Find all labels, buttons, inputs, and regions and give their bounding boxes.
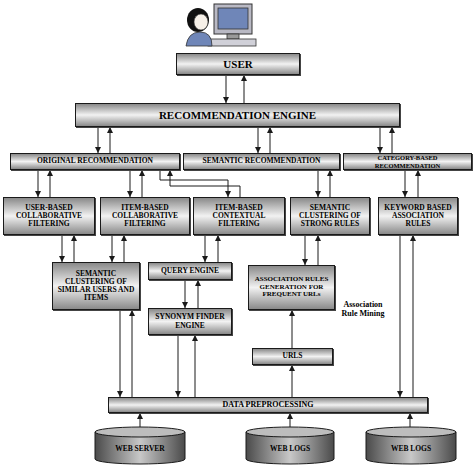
flow-arrow	[318, 170, 319, 197]
flow-arrow	[244, 75, 245, 103]
flow-arrow	[38, 170, 39, 197]
node-text: ORIGINAL RECOMMENDATION	[35, 157, 155, 165]
flow-arrow	[292, 365, 293, 397]
flow-arrow	[392, 127, 393, 153]
node-text: KEYWORD BASED ASSOCIATION RULES	[379, 204, 457, 229]
process-box: SEMANTIC CLUSTERING OF SIMILAR USERS AND…	[52, 262, 140, 310]
cylinder-top	[366, 427, 456, 437]
user-computer-icon	[186, 4, 256, 46]
flow-arrow	[124, 235, 125, 262]
node-text: WEB SERVER	[113, 445, 167, 453]
flow-arrow	[270, 127, 271, 153]
node-text: SEMANTIC RECOMMENDATION	[201, 157, 323, 165]
flow-arrow	[226, 75, 227, 103]
flow-arrow	[130, 170, 131, 197]
flow-arrow	[185, 280, 186, 308]
flow-arrow	[50, 170, 51, 197]
flow-arrow	[380, 127, 381, 153]
process-box: ITEM-BASED CONTEXTUAL FILTERING	[193, 197, 285, 235]
node-text: ITEM-BASED COLLABORATIVE FILTERING	[101, 204, 189, 229]
flow-arrow	[413, 235, 414, 397]
user-body	[186, 32, 212, 46]
node-text: SYNONYM FINDER ENGINE	[149, 313, 231, 330]
process-box: DATA PREPROCESSING	[108, 397, 428, 413]
flow-arrow	[140, 413, 141, 427]
flow-arrow	[110, 127, 111, 153]
process-box: ITEM-BASED COLLABORATIVE FILTERING	[100, 197, 190, 235]
cylinder-top	[246, 427, 334, 437]
flow-arrow	[142, 170, 143, 197]
monitor-screen	[218, 8, 248, 29]
process-box: USER-BASED COLLABORATIVE FILTERING	[3, 197, 95, 235]
flow-arrow	[290, 413, 291, 427]
process-box: SYNONYM FINDER ENGINE	[148, 308, 232, 335]
process-box: KEYWORD BASED ASSOCIATION RULES	[378, 197, 458, 235]
flow-arrow	[292, 310, 293, 348]
node-text: CATEGORY-BASED RECOMMENDATION	[344, 154, 471, 168]
node-text: USER-BASED COLLABORATIVE FILTERING	[4, 204, 94, 229]
flow-arrow	[205, 235, 206, 262]
monitor-stand	[227, 34, 239, 39]
node-text: SEMANTIC CLUSTERING OF STRONG RULES	[291, 204, 369, 229]
category-box: CATEGORY-BASED RECOMMENDATION	[343, 153, 472, 170]
node-text: ITEM-BASED CONTEXTUAL FILTERING	[194, 204, 284, 229]
node-text: SEMANTIC CLUSTERING OF SIMILAR USERS AND…	[53, 270, 139, 303]
flow-arrow	[74, 235, 75, 262]
node-text: URLS	[280, 352, 304, 360]
database-cylinder: WEB LOGS	[246, 427, 334, 464]
user-face	[194, 14, 208, 30]
node-text: WEB LOGS	[389, 445, 433, 453]
keyboard	[208, 39, 256, 46]
flow-arrow	[330, 170, 331, 197]
process-box: ASSOCIATION RULES GENERATION FOR FREQUEN…	[248, 265, 335, 310]
flow-arrow	[62, 235, 63, 262]
node-text: QUERY ENGINE	[159, 267, 221, 275]
category-box: ORIGINAL RECOMMENDATION	[10, 153, 180, 170]
database-cylinder: WEB LOGS	[366, 427, 456, 464]
flow-arrow	[318, 235, 319, 265]
flow-arrow	[305, 235, 306, 265]
flow-arrow	[178, 335, 179, 397]
cylinder-top	[95, 427, 185, 437]
database-cylinder: WEB SERVER	[95, 427, 185, 464]
node-text: DATA PREPROCESSING	[220, 401, 315, 410]
flow-arrow	[112, 235, 113, 262]
process-box: URLS	[252, 348, 333, 365]
user-hair	[187, 8, 209, 32]
flow-arrow	[120, 310, 121, 397]
node-text: ASSOCIATION RULES GENERATION FOR FREQUEN…	[249, 276, 334, 299]
node-text: USER	[221, 58, 254, 70]
category-box: SEMANTIC RECOMMENDATION	[183, 153, 340, 170]
node-text: RECOMMENDATION ENGINE	[157, 109, 318, 121]
engine-box: RECOMMENDATION ENGINE	[75, 103, 400, 127]
flow-arrow	[410, 413, 411, 427]
flow-arrow	[198, 280, 199, 308]
flow-arrow	[400, 235, 401, 397]
flow-arrow	[195, 335, 196, 397]
process-box: QUERY ENGINE	[148, 262, 232, 280]
flow-arrow	[258, 127, 259, 153]
annotation-label: Association Rule Mining	[338, 300, 388, 318]
node-text: WEB LOGS	[268, 445, 312, 453]
flow-arrow	[98, 127, 99, 153]
flow-arrow	[170, 170, 240, 197]
actor-box: USER	[176, 53, 300, 75]
flow-arrow	[218, 235, 219, 262]
monitor-body	[214, 4, 252, 34]
flow-arrow	[418, 170, 419, 197]
flow-arrow	[405, 170, 406, 197]
process-box: SEMANTIC CLUSTERING OF STRONG RULES	[290, 197, 370, 235]
flow-arrow	[132, 310, 133, 397]
